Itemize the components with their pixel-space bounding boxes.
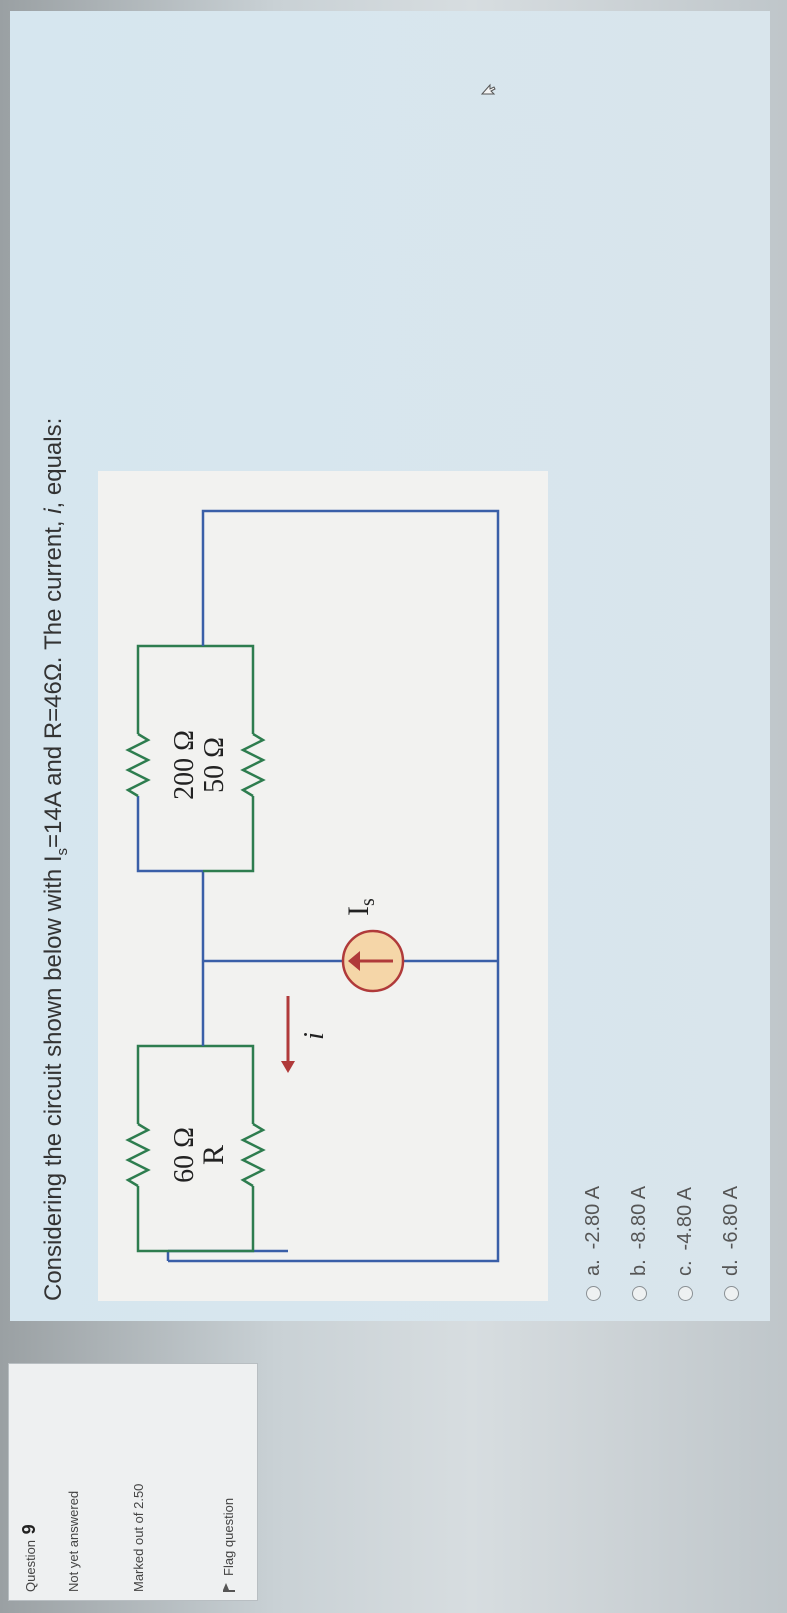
wire-50-right <box>203 644 255 734</box>
wire-50-left <box>203 796 255 873</box>
wire-200-left <box>136 796 203 873</box>
question-marks: Marked out of 2.50 <box>131 1483 146 1592</box>
flag-question-button[interactable]: Flag question <box>221 1498 236 1592</box>
question-text-part2: =14A and R=46Ω. The current, <box>40 513 67 848</box>
label-60-ohm: 60 Ω <box>169 1127 200 1183</box>
answer-b-value: -8.80 A <box>627 1185 650 1250</box>
label-i: i <box>299 1032 330 1040</box>
resistor-200 <box>125 732 151 798</box>
answer-b-letter: b. <box>627 1259 650 1276</box>
resistor-60 <box>125 1122 151 1188</box>
label-r: R <box>197 1145 230 1165</box>
answer-c-letter: c. <box>673 1260 696 1276</box>
answer-d-value: -6.80 A <box>719 1185 742 1250</box>
answer-option-b[interactable]: b. -8.80 A <box>616 1186 662 1301</box>
wire-r-right <box>168 1044 255 1124</box>
answer-a-value: -2.80 A <box>581 1185 604 1250</box>
wire-200-right <box>136 644 203 734</box>
answer-c-value: -4.80 A <box>673 1187 696 1251</box>
circuit-diagram: 60 Ω R 200 Ω 50 Ω Is i <box>98 471 548 1301</box>
radio-a[interactable] <box>585 1286 601 1301</box>
wire-60-left <box>136 1186 168 1253</box>
answer-options: a. -2.80 A b. -8.80 A c. -4.80 A d. -6.8… <box>570 1186 754 1301</box>
question-label-text: Question <box>23 1539 38 1592</box>
question-text: Considering the circuit shown below with… <box>40 418 71 1301</box>
question-text-part3: , equals: <box>40 417 67 509</box>
question-status: Not yet answered <box>66 1490 81 1592</box>
current-source-arrow-head <box>348 951 360 971</box>
answer-option-c[interactable]: c. -4.80 A <box>662 1186 708 1301</box>
question-number: 9 <box>19 1524 39 1535</box>
question-text-sub: s <box>53 847 71 856</box>
question-label: Question 9 <box>19 1524 40 1592</box>
wire-60-right <box>136 1044 168 1124</box>
question-info-panel: Question 9 Not yet answered Marked out o… <box>8 1363 258 1601</box>
answer-option-d[interactable]: d. -6.80 A <box>708 1186 754 1301</box>
answer-a-letter: a. <box>581 1259 604 1276</box>
radio-c[interactable] <box>677 1286 693 1301</box>
label-200-ohm: 200 Ω <box>169 730 200 800</box>
question-text-part1: Considering the circuit shown below with… <box>40 855 67 1301</box>
question-text-var: i <box>40 508 67 514</box>
label-50-ohm: 50 Ω <box>199 737 230 793</box>
circuit-svg: 60 Ω R 200 Ω 50 Ω Is i <box>125 509 500 1263</box>
label-is: Is <box>342 898 379 916</box>
flag-icon <box>223 1582 235 1592</box>
radio-d[interactable] <box>723 1286 739 1301</box>
resistor-r <box>240 1122 266 1188</box>
wire-right-outer <box>201 509 500 771</box>
flag-question-label: Flag question <box>221 1497 236 1576</box>
mouse-cursor-icon <box>480 83 496 95</box>
radio-b[interactable] <box>631 1286 647 1301</box>
answer-d-letter: d. <box>719 1259 742 1276</box>
wire-r-left <box>168 1186 255 1253</box>
resistor-50 <box>240 732 266 798</box>
question-panel: Considering the circuit shown below with… <box>10 11 770 1321</box>
current-i-arrow-head <box>281 1061 295 1073</box>
answer-option-a[interactable]: a. -2.80 A <box>570 1186 616 1301</box>
wire-left-bottom <box>168 771 500 1263</box>
